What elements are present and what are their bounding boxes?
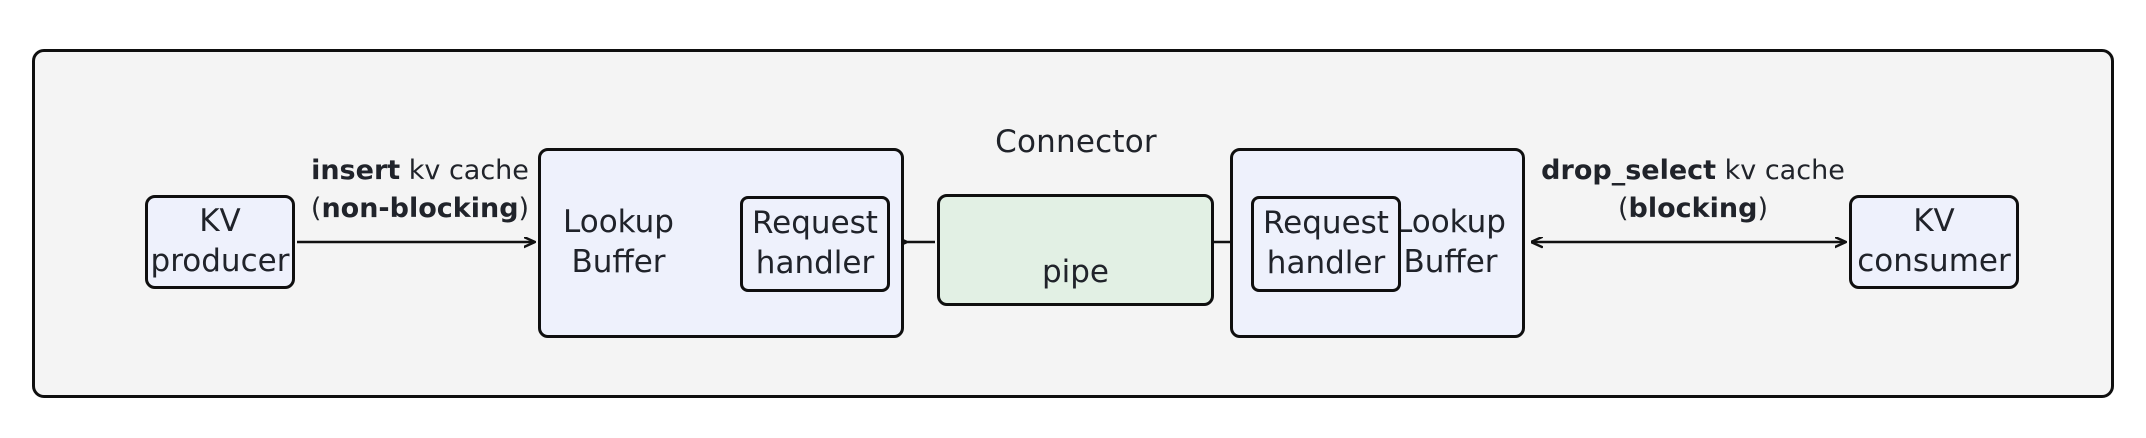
lookup-buffer-right-label: Lookup Buffer bbox=[1395, 204, 1506, 280]
edge-label-drop-select-line2: (blocking) bbox=[1528, 190, 1858, 228]
lookup-buffer-left-label: Lookup Buffer bbox=[563, 204, 674, 280]
edge-label-insert: insert kv cache (non-blocking) bbox=[282, 152, 558, 229]
node-kv-consumer[interactable]: KV consumer bbox=[1849, 195, 2019, 289]
edge-label-insert-paren-close: ) bbox=[518, 193, 530, 225]
edge-label-insert-paren-open: ( bbox=[310, 193, 322, 225]
node-request-handler-left[interactable]: Request handler bbox=[740, 196, 890, 292]
edge-label-drop-select-line1: drop_select kv cache bbox=[1528, 152, 1858, 190]
pipe-label: pipe bbox=[1041, 254, 1110, 291]
edge-label-insert-line1: insert kv cache bbox=[282, 152, 558, 190]
edge-label-drop-select: drop_select kv cache (blocking) bbox=[1528, 152, 1858, 229]
connector-title: Connector bbox=[995, 124, 1157, 160]
node-request-handler-right[interactable]: Request handler bbox=[1251, 196, 1401, 292]
kv-producer-label: KV producer bbox=[150, 203, 290, 279]
edge-label-insert-mode: non-blocking bbox=[321, 193, 519, 225]
kv-consumer-label: KV consumer bbox=[1857, 203, 2011, 279]
edge-label-drop-select-op: drop_select bbox=[1541, 155, 1717, 186]
node-kv-producer[interactable]: KV producer bbox=[145, 195, 295, 289]
edge-label-insert-op: insert bbox=[311, 155, 401, 186]
edge-label-drop-select-tail: kv cache bbox=[1716, 155, 1845, 186]
edge-label-insert-line2: (non-blocking) bbox=[282, 190, 558, 228]
edge-label-drop-select-paren-open: ( bbox=[1618, 193, 1629, 225]
edge-label-drop-select-mode: blocking bbox=[1628, 193, 1758, 225]
edge-label-drop-select-paren-close: ) bbox=[1757, 193, 1768, 225]
edge-label-insert-tail: kv cache bbox=[400, 155, 529, 186]
node-pipe[interactable]: pipe bbox=[937, 194, 1214, 306]
